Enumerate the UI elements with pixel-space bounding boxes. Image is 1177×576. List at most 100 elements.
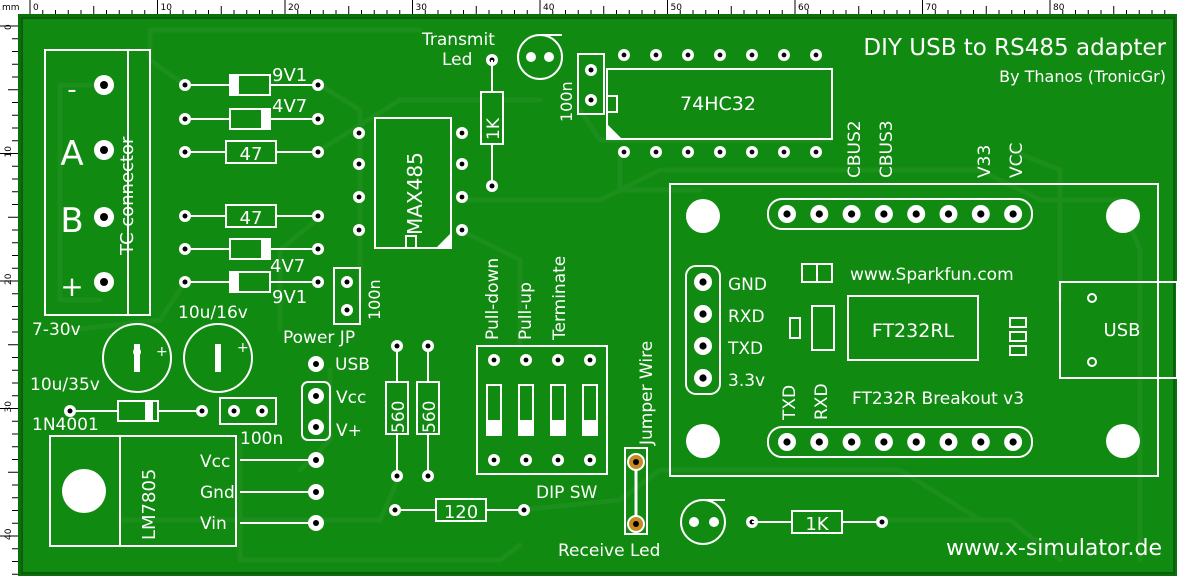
pad [456,191,468,203]
pad [650,49,662,61]
resistor-47-bottom-label: 47 [240,208,263,229]
ruler-top-label: 60 [798,3,810,13]
power-jp-vplus: V+ [336,421,362,441]
pad [584,454,596,466]
resistor-560-a-label: 560 [389,401,409,433]
ruler-top-label: 40 [543,3,555,13]
dip-label-pullup: Pull-up [516,282,536,340]
pad [1004,205,1023,223]
pad [618,146,630,158]
ft-pin-cbus2: CBUS2 [845,120,865,178]
cap-10u35: + 10u/35v [30,323,172,395]
svg-text:+: + [156,344,168,360]
pad [907,433,926,451]
pad [746,49,758,61]
tc-pin-label-a: A [60,134,83,174]
tc-pad-3 [94,207,114,227]
pad [353,191,365,203]
ruler-unit: mm [2,3,20,13]
pad [694,273,712,291]
resistor-1k-rx-label: 1K [805,514,829,535]
reg-pin-gnd: Gnd [200,483,235,503]
zener-4v7-top: 4V7 [179,96,324,130]
resistor-120-label: 120 [444,502,478,523]
resistor-1k-tx-label: 1K [484,117,504,140]
dip-label-terminate: Terminate [550,256,570,341]
pad [618,49,630,61]
pad [520,454,532,466]
max485-label: MAX485 [403,152,427,235]
zener-9v1-top-label: 9V1 [272,65,307,86]
pad [650,146,662,158]
tc-pad-1 [94,75,114,95]
pad [778,49,790,61]
cap-10u35-label: 10u/35v [30,375,100,395]
dip-slot [582,384,598,436]
pad [778,146,790,158]
pad [842,205,861,223]
pad [353,224,365,236]
zener-9v1-bottom-label: 9V1 [272,287,307,308]
pad [939,205,958,223]
power-jp-vcc: Vcc [336,388,366,408]
tc-connector: - A B + TC connector [44,49,151,316]
ruler-top-label: 50 [671,3,683,13]
zener-9v1-top: 9V1 [179,65,324,96]
ruler-left-label: 20 [4,273,14,285]
pad [810,205,829,223]
tc-pin-label-minus: - [67,75,76,105]
pad [714,49,726,61]
ruler-top-label: 20 [288,3,300,13]
tc-pin-label-plus: + [60,270,83,303]
ft-pin-txd: TXD [727,339,763,359]
resistor-1k-rx: 1K [746,510,888,535]
tc-pad-4 [94,272,114,292]
ft232r-breakout: GND RXD TXD 3.3v CBUS2 CBUS3 V33 VCC TXD… [669,120,1177,477]
ruler-left-label: 10 [4,146,14,158]
pad [810,49,822,61]
pad [488,454,500,466]
ruler-top-label: 70 [926,3,938,13]
ft-bottom-txd: TXD [780,385,800,421]
ft-bottom-rxd: RXD [812,383,832,420]
pad [694,337,712,355]
ft-pin-33v: 3.3v [728,371,765,391]
ruler-left-label: 40 [4,528,14,540]
pad [488,354,500,366]
ft-pin-cbus3: CBUS3 [877,120,897,178]
resistor-560-a: 560 [385,340,409,482]
pad [874,433,893,451]
pad [842,433,861,451]
pad [971,433,990,451]
dip-label-pulldown: Pull-down [483,258,503,340]
resistor-560-b-label: 560 [420,401,440,433]
pad [456,158,468,170]
jumper-wire: Jumper Wire [624,341,657,535]
diode-1n4001-label: 1N4001 [32,415,99,435]
voltage-range-label: 7-30v [32,320,81,340]
pad [353,158,365,170]
ruler-top-label: 30 [416,3,428,13]
pad [682,146,694,158]
pad [694,305,712,323]
pad [682,49,694,61]
pad [810,146,822,158]
pad [584,354,596,366]
power-jp-label: Power JP [283,328,355,348]
receive-led: Receive Led [558,499,726,561]
pad [714,146,726,158]
hc32-label: 74HC32 [680,93,756,115]
zener-4v7-bottom-label: 4V7 [270,256,305,277]
power-jumper: Power JP USB Vcc V+ [283,328,370,441]
tc-pin-label-b: B [60,201,83,241]
usb-label: USB [1104,320,1141,341]
tc-pad-2 [94,140,114,160]
dip-switch: Pull-down Pull-up Terminate DIP SW [476,256,608,503]
cap-10u16: + 10u/16v [178,303,253,393]
zener-9v1-bottom: 9V1 [179,271,324,308]
dip-slot [518,384,534,436]
